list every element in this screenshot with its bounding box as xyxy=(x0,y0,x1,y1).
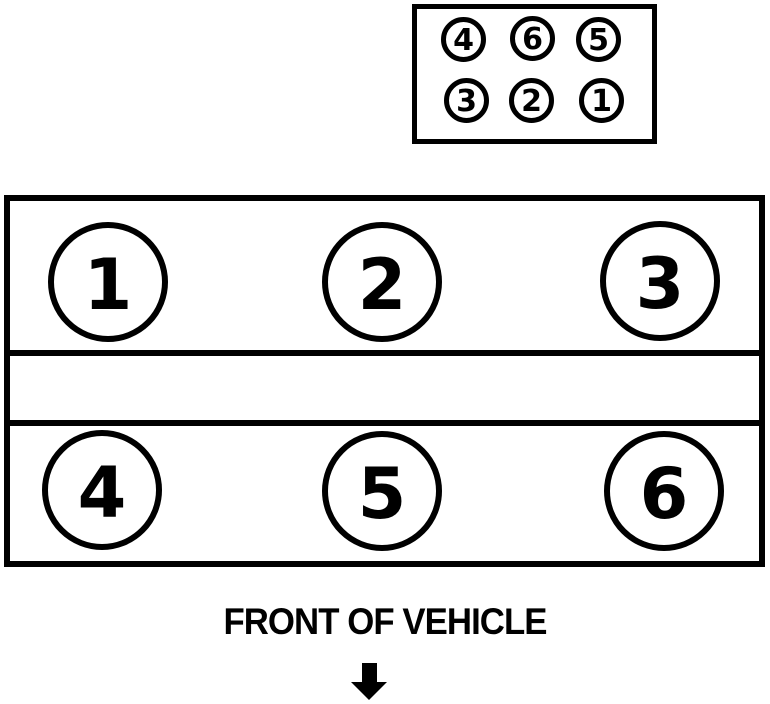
bank-divider-upper xyxy=(10,350,759,356)
cylinder-circle: 1 xyxy=(48,222,168,342)
bank-divider-lower xyxy=(10,420,759,426)
coil-terminal-label: 3 xyxy=(456,83,477,119)
cylinder-circle: 2 xyxy=(322,222,442,342)
cylinder-circle: 6 xyxy=(604,431,724,551)
coil-terminal-circle: 1 xyxy=(579,78,624,123)
coil-terminal-circle: 6 xyxy=(510,16,555,61)
cylinder-number: 2 xyxy=(357,244,407,326)
coil-terminal-label: 2 xyxy=(521,83,542,119)
coil-terminal-circle: 3 xyxy=(444,78,489,123)
arrow-stem xyxy=(362,663,377,683)
front-of-vehicle-label: FRONT OF VEHICLE xyxy=(223,601,547,642)
coil-pack-box: 4 6 5 3 2 1 xyxy=(412,4,657,144)
coil-terminal-label: 1 xyxy=(591,83,612,119)
coil-terminal-circle: 2 xyxy=(509,78,554,123)
cylinder-circle: 3 xyxy=(600,221,720,341)
coil-terminal-label: 6 xyxy=(522,21,543,57)
coil-terminal-circle: 5 xyxy=(576,17,621,62)
cylinder-circle: 5 xyxy=(322,431,442,551)
cylinder-number: 3 xyxy=(635,243,685,325)
cylinder-number: 5 xyxy=(357,453,407,535)
engine-block-box: 1 2 3 4 5 6 xyxy=(4,195,765,567)
coil-terminal-label: 5 xyxy=(588,22,609,58)
arrow-head xyxy=(351,682,387,700)
cylinder-number: 1 xyxy=(83,244,133,326)
cylinder-circle: 4 xyxy=(42,430,162,550)
cylinder-number: 6 xyxy=(639,453,689,535)
cylinder-number: 4 xyxy=(77,452,127,534)
coil-terminal-label: 4 xyxy=(453,22,474,58)
coil-terminal-circle: 4 xyxy=(441,17,486,62)
down-arrow-icon xyxy=(351,663,388,700)
